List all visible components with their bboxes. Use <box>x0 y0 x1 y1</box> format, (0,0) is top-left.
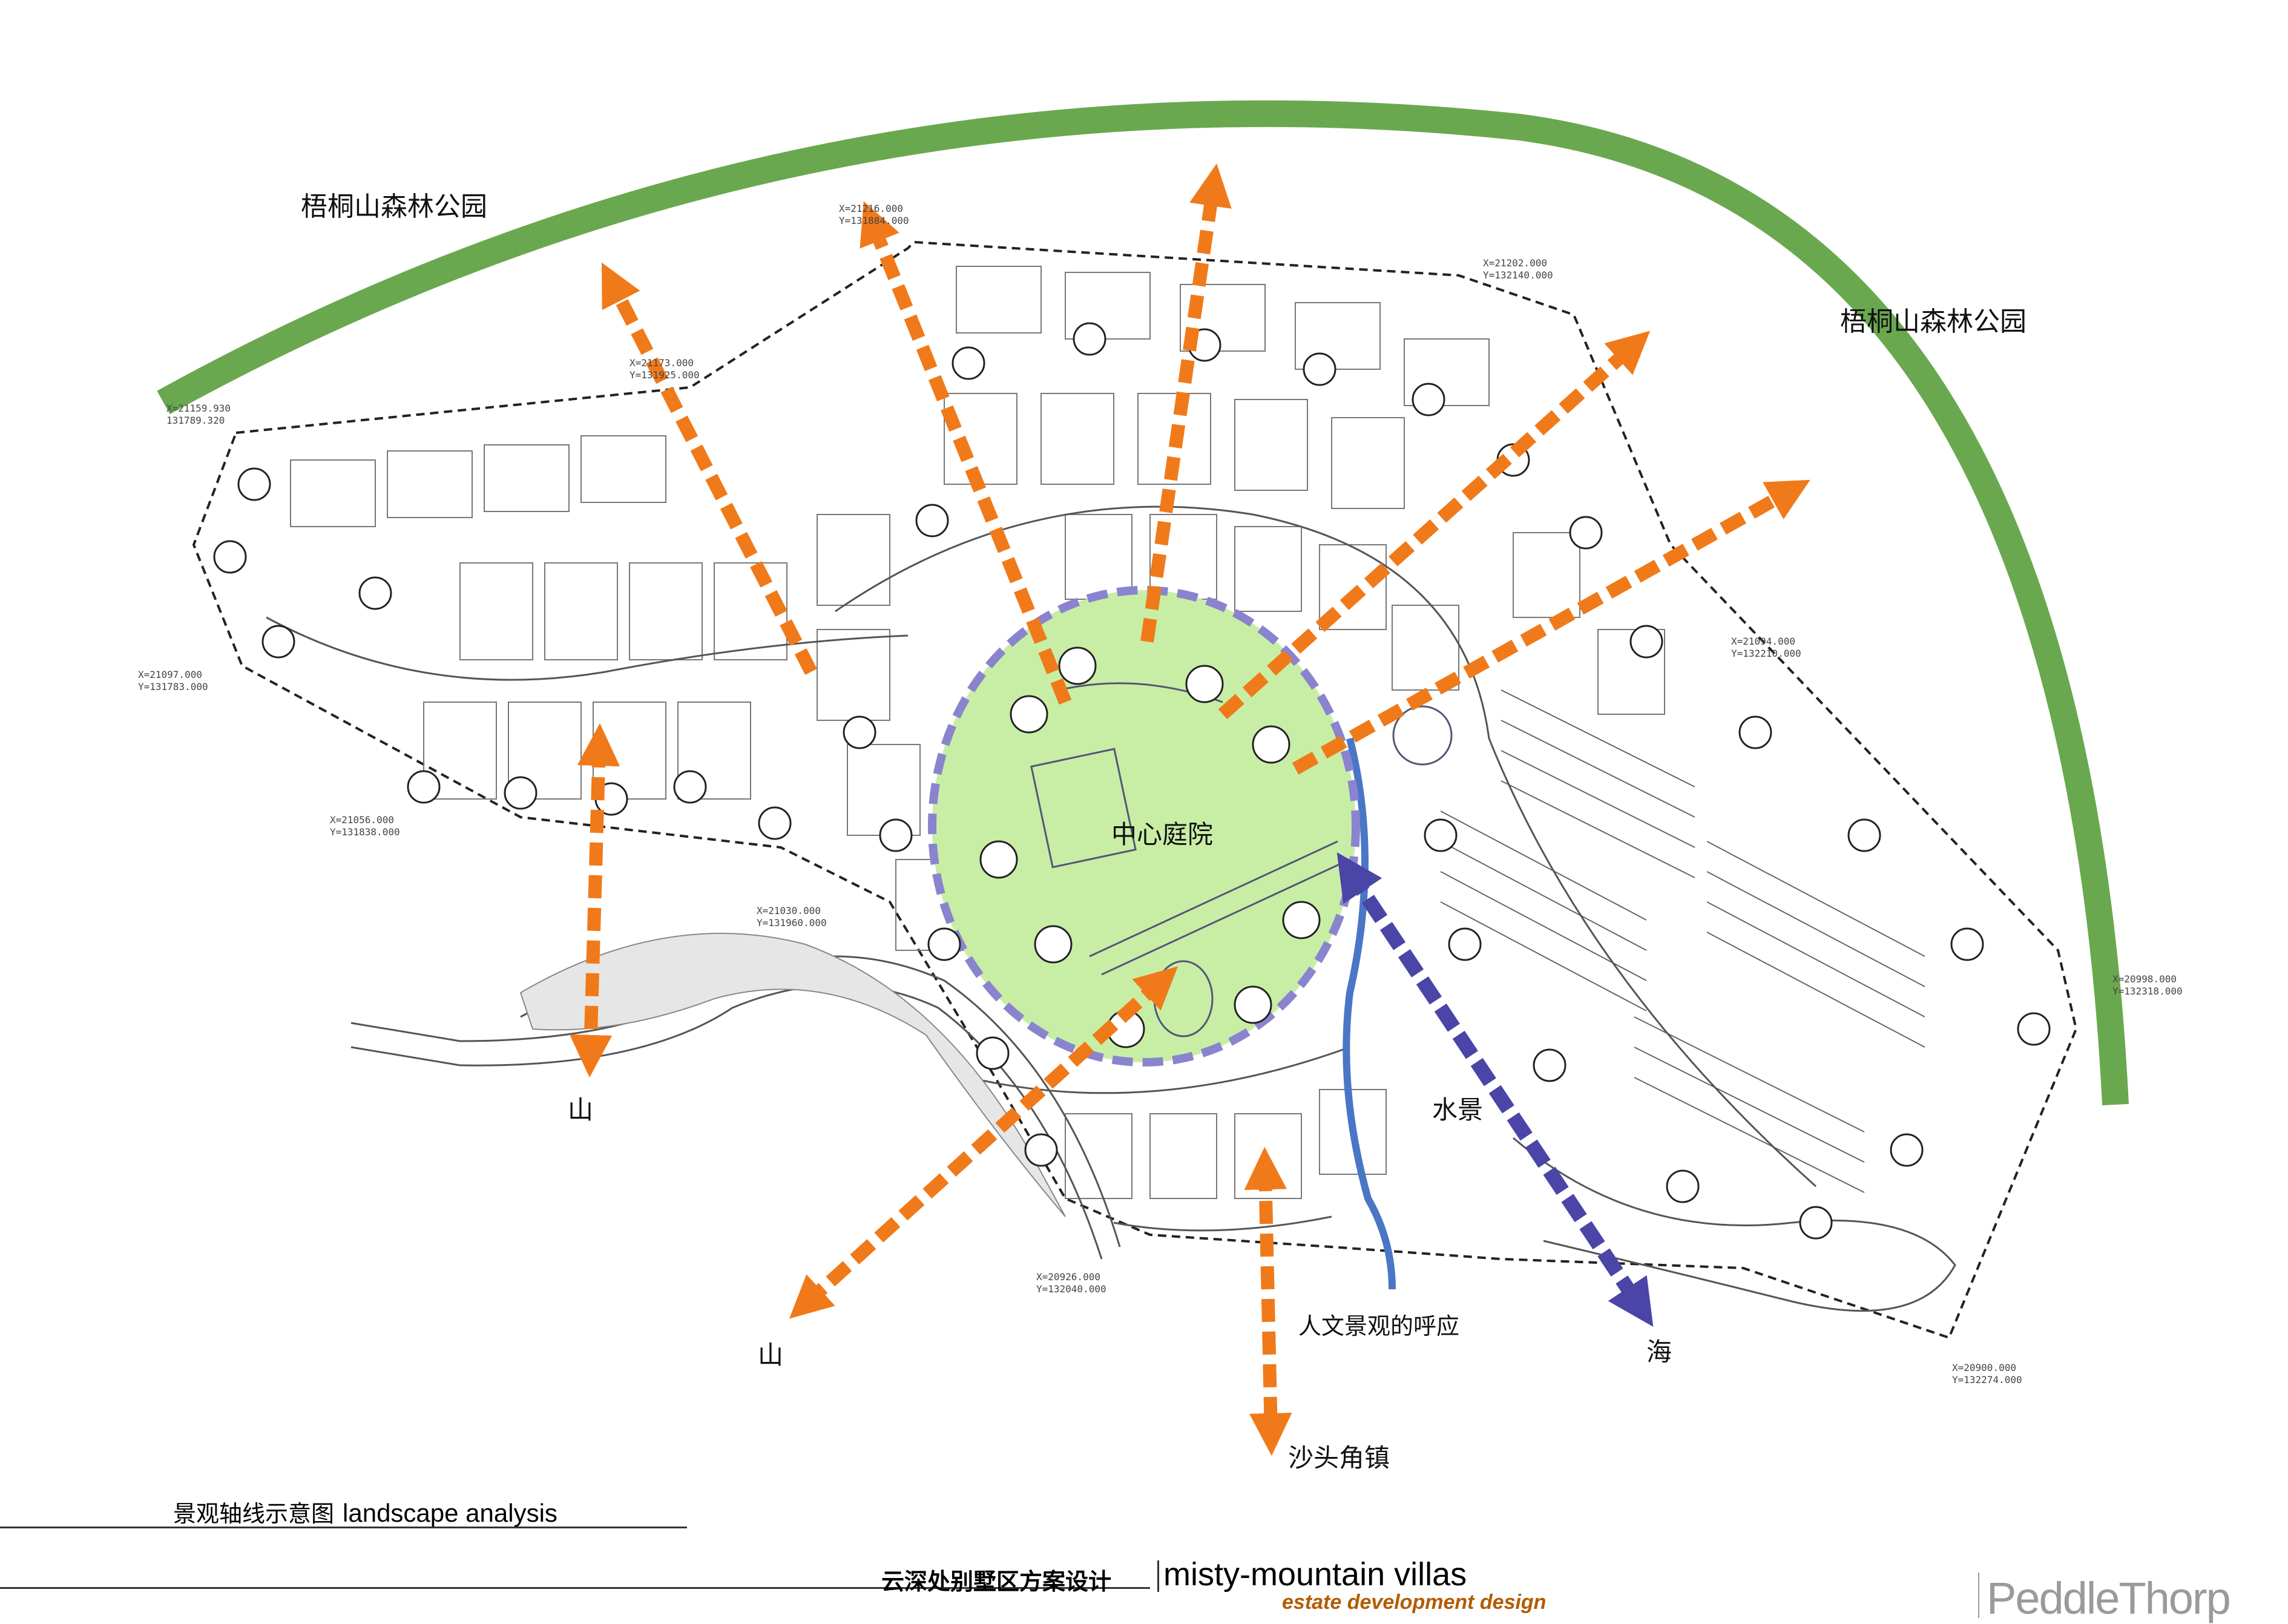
axis-north-west <box>601 262 817 676</box>
water-feature-label: 水景 <box>1432 1095 1484 1125</box>
axis-sea <box>1336 852 1654 1327</box>
axis-east <box>1292 479 1810 775</box>
brand-logo: PeddleThorp <box>1987 1573 2231 1623</box>
mountain-label-left: 山 <box>568 1095 594 1125</box>
axis-north-1 <box>860 201 1072 705</box>
drawing-title-en: landscape analysis <box>343 1499 557 1527</box>
project-subtitle: estate development design <box>1282 1591 1547 1614</box>
drawing-title: 景观轴线示意图 landscape analysis <box>173 1495 557 1528</box>
axis-north-2 <box>1140 163 1232 643</box>
project-name-en: misty-mountain villas <box>1163 1556 1467 1593</box>
coastline <box>1513 1137 1956 1312</box>
axis-mountain-bottom <box>789 966 1179 1319</box>
footer-rule <box>0 1527 687 1528</box>
footer-separator <box>1157 1560 1159 1592</box>
center-court-label: 中心庭院 <box>1111 820 1214 849</box>
brand-divider <box>1978 1573 1979 1618</box>
orange-view-axes <box>569 163 1810 1456</box>
axis-town <box>1244 1146 1292 1456</box>
axis-mountain-left <box>569 723 620 1078</box>
cultural-echo-label: 人文景观的呼应 <box>1298 1313 1460 1340</box>
axis-north-east <box>1218 330 1651 720</box>
forest-park-arc <box>157 100 2129 1106</box>
town-label: 沙头角镇 <box>1288 1443 1390 1473</box>
footer-rule <box>0 1587 1150 1589</box>
project-name-cn: 云深处别墅区方案设计 <box>881 1568 1112 1595</box>
drawing-title-cn: 景观轴线示意图 <box>173 1501 335 1527</box>
forest-park-label-right: 梧桐山森林公园 <box>1840 306 2027 337</box>
mountain-label-bottom: 山 <box>758 1340 784 1370</box>
forest-park-label-left: 梧桐山森林公园 <box>301 191 487 222</box>
courtyard-features <box>1030 682 1453 1037</box>
sea-label: 海 <box>1646 1337 1672 1367</box>
